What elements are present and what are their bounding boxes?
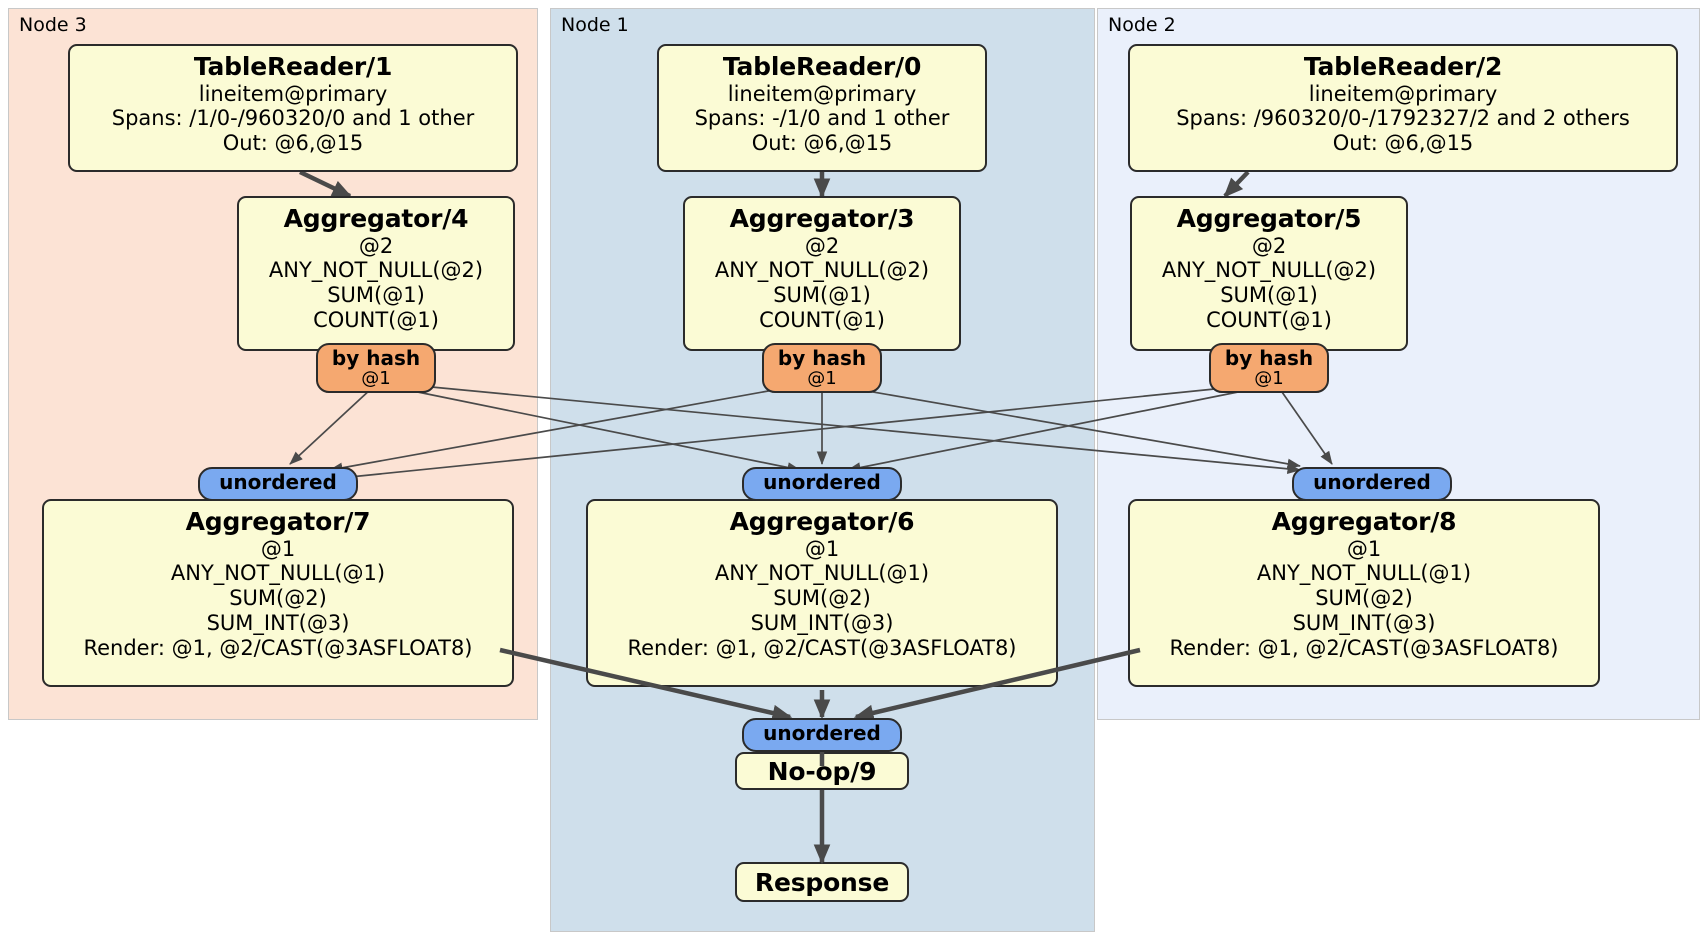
badge-subtitle: @1: [807, 368, 837, 390]
badge-unordered-right[interactable]: unordered: [1292, 467, 1452, 501]
processor-detail-line: ANY_NOT_NULL(@2): [268, 258, 484, 283]
processor-title: Aggregator/8: [1271, 507, 1457, 536]
processor-title: TableReader/0: [722, 52, 922, 81]
processor-aggregator-5[interactable]: Aggregator/5 @2 ANY_NOT_NULL(@2) SUM(@1)…: [1130, 196, 1408, 351]
badge-title: unordered: [763, 470, 881, 494]
processor-detail-line: lineitem@primary: [727, 81, 917, 106]
processor-aggregator-6[interactable]: Aggregator/6 @1 ANY_NOT_NULL(@1) SUM(@2)…: [586, 499, 1058, 687]
badge-title: by hash: [331, 346, 421, 370]
processor-detail-line: @2: [1251, 233, 1287, 258]
processor-table-reader-0[interactable]: TableReader/0 lineitem@primary Spans: -/…: [657, 44, 987, 172]
node-panel-label-node3: Node 3: [19, 14, 87, 36]
badge-subtitle: @1: [361, 368, 391, 390]
processor-detail-line: Out: @6,@15: [222, 131, 364, 156]
processor-aggregator-4[interactable]: Aggregator/4 @2 ANY_NOT_NULL(@2) SUM(@1)…: [237, 196, 515, 351]
processor-detail-line: COUNT(@1): [313, 307, 439, 332]
processor-detail-line: SUM_INT(@3): [750, 610, 894, 635]
processor-aggregator-3[interactable]: Aggregator/3 @2 ANY_NOT_NULL(@2) SUM(@1)…: [683, 196, 961, 351]
badge-title: by hash: [1224, 346, 1314, 370]
badge-by-hash-right[interactable]: by hash @1: [1209, 343, 1329, 393]
processor-title: No-op/9: [767, 757, 877, 786]
processor-detail-line: Spans: /960320/0-/1792327/2 and 2 others: [1176, 106, 1630, 131]
processor-title: TableReader/1: [193, 52, 393, 81]
processor-detail-line: Spans: /1/0-/960320/0 and 1 other: [111, 106, 475, 131]
processor-title: Aggregator/5: [1176, 204, 1362, 233]
processor-detail-line: COUNT(@1): [1206, 307, 1332, 332]
badge-unordered-mid[interactable]: unordered: [742, 467, 902, 501]
processor-title: Aggregator/6: [729, 507, 915, 536]
badge-subtitle: @1: [1254, 368, 1284, 390]
processor-detail-line: SUM(@2): [773, 586, 871, 611]
processor-detail-line: Render: @1, @2/CAST(@3ASFLOAT8): [83, 635, 473, 660]
processor-title: Response: [754, 868, 890, 897]
processor-detail-line: @1: [260, 536, 296, 561]
processor-detail-line: Spans: -/1/0 and 1 other: [694, 106, 950, 131]
processor-detail-line: lineitem@primary: [198, 81, 388, 106]
processor-detail-line: ANY_NOT_NULL(@1): [714, 561, 930, 586]
badge-title: unordered: [763, 721, 881, 745]
processor-detail-line: Out: @6,@15: [1332, 131, 1474, 156]
processor-table-reader-1[interactable]: TableReader/1 lineitem@primary Spans: /1…: [68, 44, 518, 172]
processor-title: Aggregator/7: [185, 507, 371, 536]
badge-title: unordered: [219, 470, 337, 494]
processor-detail-line: @2: [804, 233, 840, 258]
badge-by-hash-mid[interactable]: by hash @1: [762, 343, 882, 393]
processor-detail-line: ANY_NOT_NULL(@1): [1256, 561, 1472, 586]
badge-by-hash-left[interactable]: by hash @1: [316, 343, 436, 393]
processor-detail-line: @1: [804, 536, 840, 561]
processor-detail-line: SUM_INT(@3): [206, 610, 350, 635]
processor-aggregator-8[interactable]: Aggregator/8 @1 ANY_NOT_NULL(@1) SUM(@2)…: [1128, 499, 1600, 687]
node-panel-label-node2: Node 2: [1108, 14, 1176, 36]
badge-title: unordered: [1313, 470, 1431, 494]
processor-detail-line: @1: [1346, 536, 1382, 561]
processor-detail-line: SUM(@1): [773, 283, 871, 308]
processor-detail-line: Render: @1, @2/CAST(@3ASFLOAT8): [1169, 635, 1559, 660]
badge-unordered-left[interactable]: unordered: [198, 467, 358, 501]
processor-detail-line: SUM(@1): [1220, 283, 1318, 308]
processor-detail-line: ANY_NOT_NULL(@1): [170, 561, 386, 586]
processor-detail-line: lineitem@primary: [1308, 81, 1498, 106]
processor-detail-line: COUNT(@1): [759, 307, 885, 332]
processor-title: TableReader/2: [1303, 52, 1503, 81]
processor-noop-9[interactable]: No-op/9: [735, 752, 909, 790]
processor-aggregator-7[interactable]: Aggregator/7 @1 ANY_NOT_NULL(@1) SUM(@2)…: [42, 499, 514, 687]
processor-title: Aggregator/3: [729, 204, 915, 233]
processor-detail-line: SUM(@1): [327, 283, 425, 308]
processor-detail-line: @2: [358, 233, 394, 258]
processor-detail-line: Out: @6,@15: [751, 131, 893, 156]
processor-detail-line: SUM(@2): [1315, 586, 1413, 611]
processor-detail-line: ANY_NOT_NULL(@2): [714, 258, 930, 283]
node-panel-label-node1: Node 1: [561, 14, 629, 36]
processor-detail-line: ANY_NOT_NULL(@2): [1161, 258, 1377, 283]
processor-detail-line: SUM_INT(@3): [1292, 610, 1436, 635]
badge-title: by hash: [777, 346, 867, 370]
processor-title: Aggregator/4: [283, 204, 469, 233]
badge-unordered-final[interactable]: unordered: [742, 718, 902, 752]
processor-detail-line: Render: @1, @2/CAST(@3ASFLOAT8): [627, 635, 1017, 660]
processor-table-reader-2[interactable]: TableReader/2 lineitem@primary Spans: /9…: [1128, 44, 1678, 172]
processor-detail-line: SUM(@2): [229, 586, 327, 611]
processor-response[interactable]: Response: [735, 862, 909, 902]
